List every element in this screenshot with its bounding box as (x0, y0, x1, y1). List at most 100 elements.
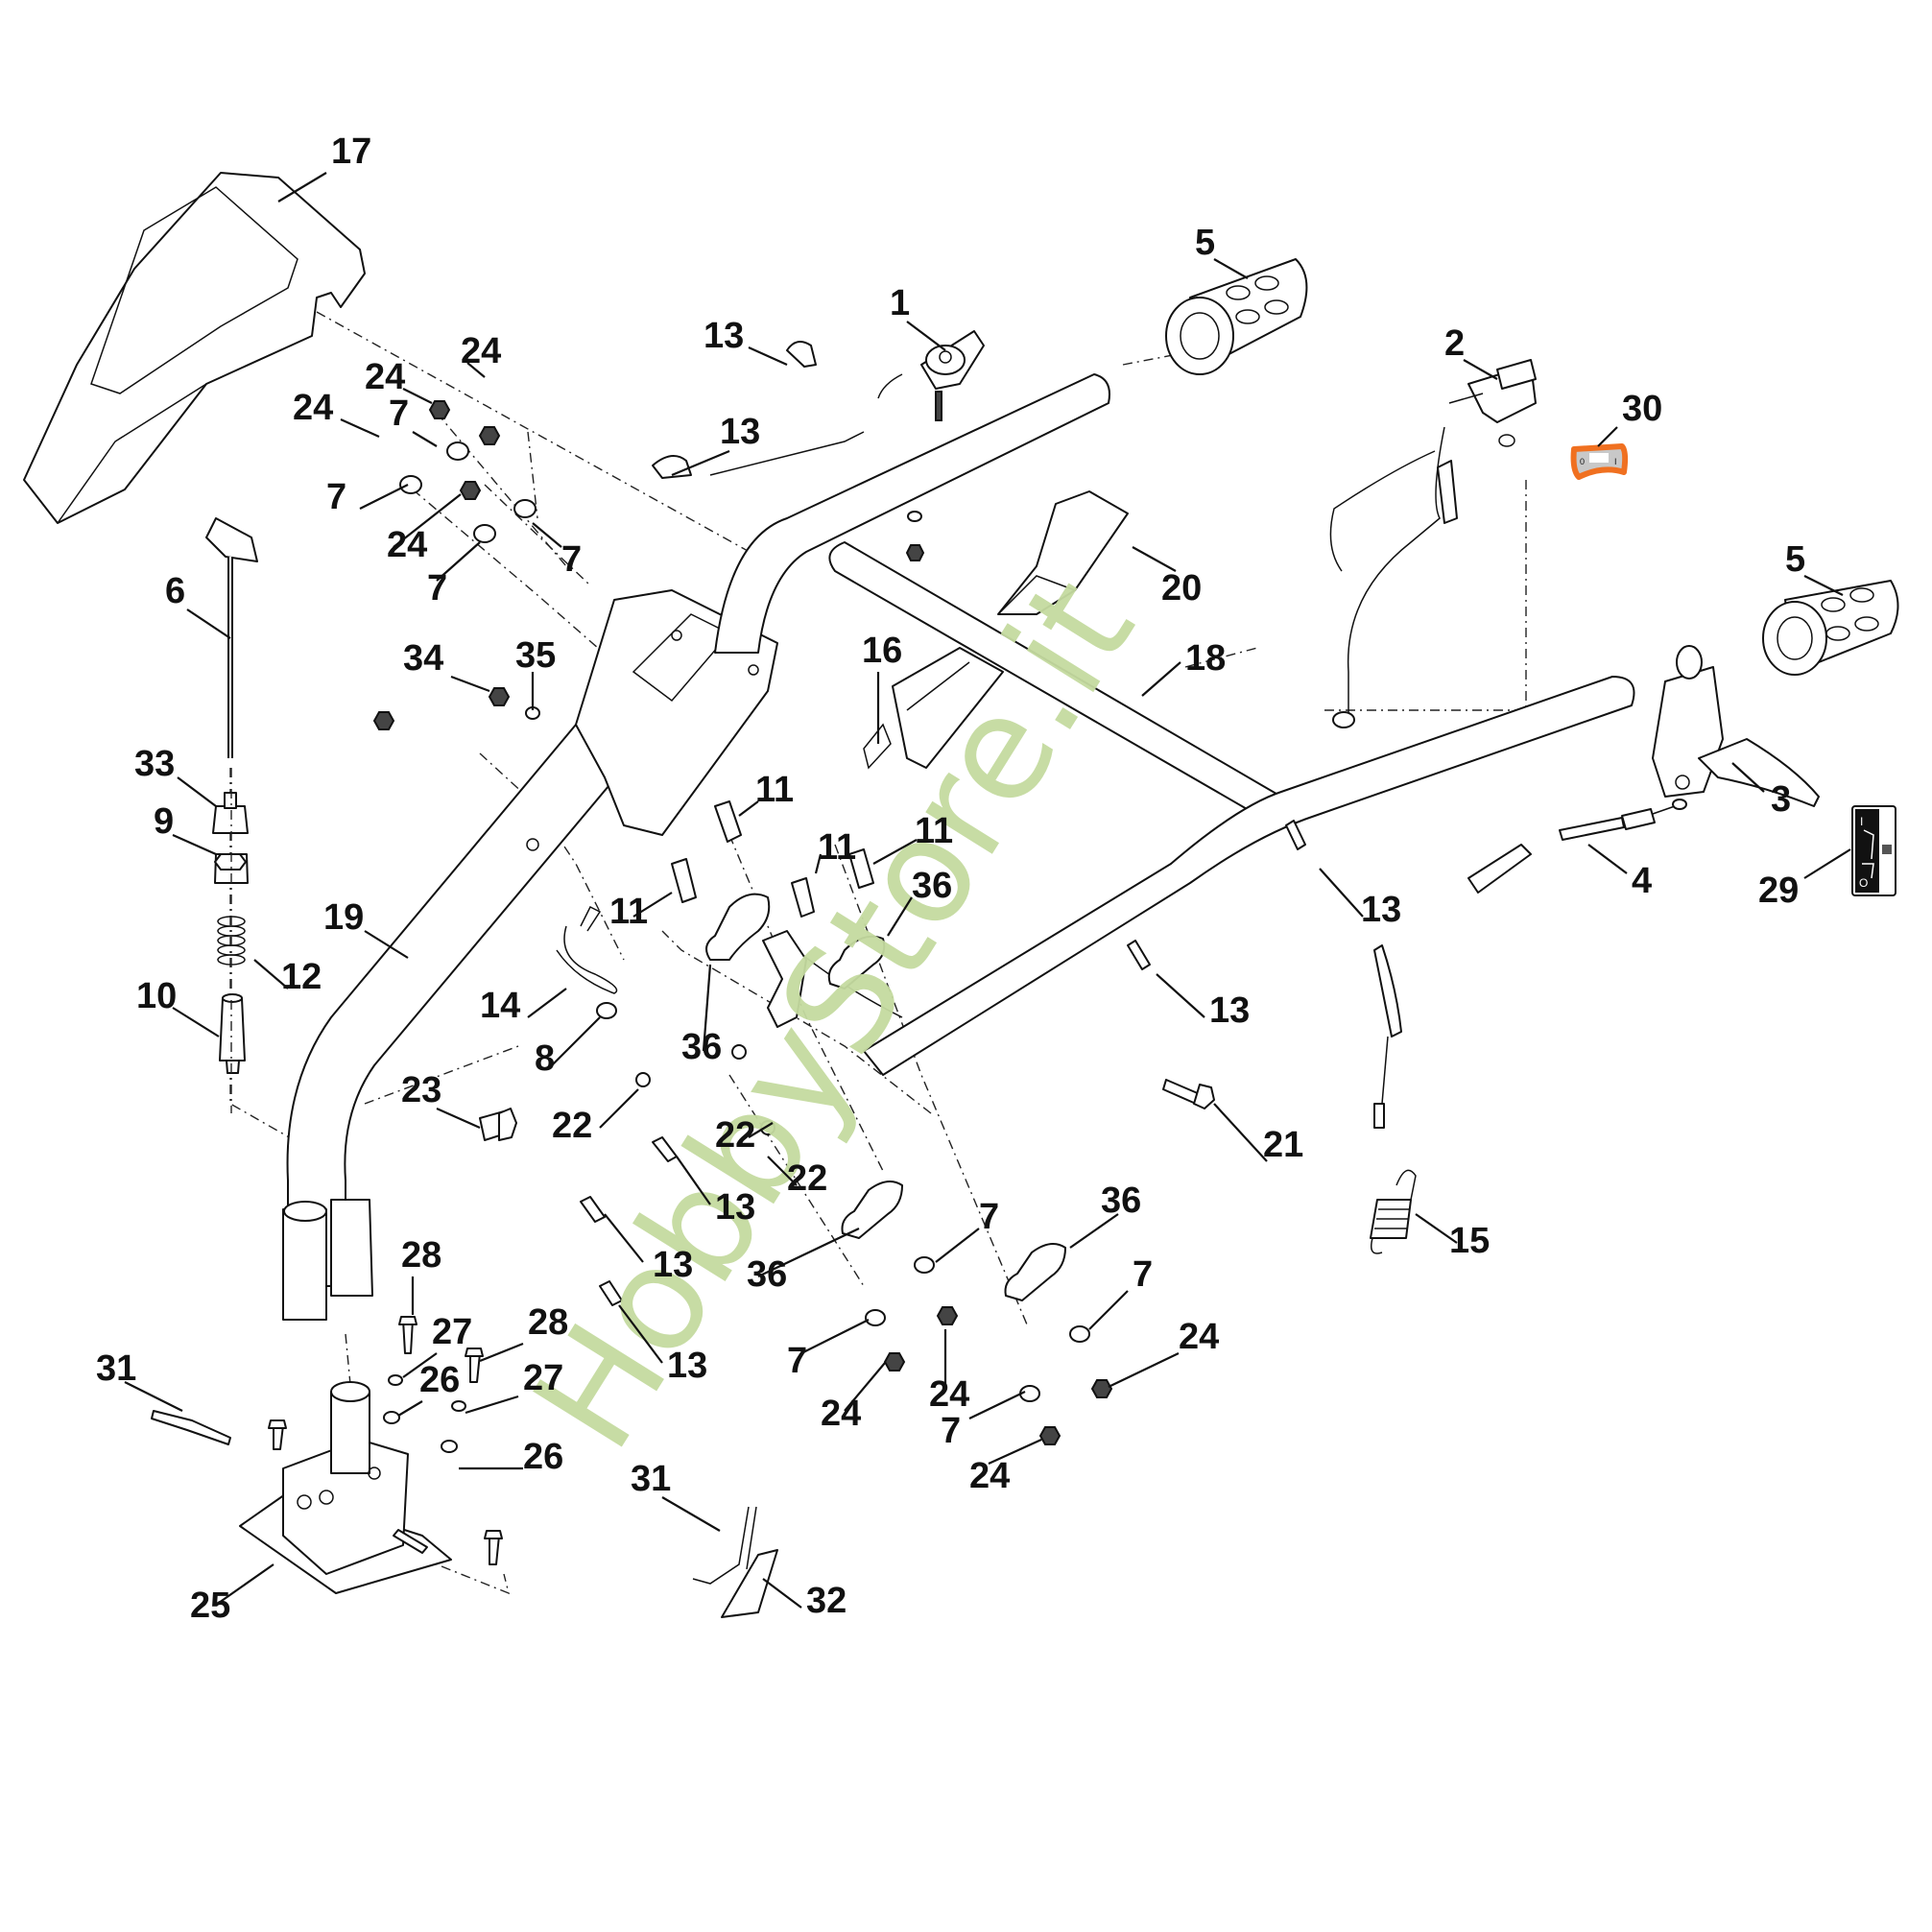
callout-adjust-rod[interactable]: 6 (165, 571, 185, 611)
callout-screw[interactable]: 22 (552, 1106, 592, 1146)
callout-cable-clip[interactable]: 13 (720, 412, 760, 452)
callout-bolt[interactable]: 28 (528, 1302, 568, 1343)
callout-washer[interactable]: 26 (523, 1437, 563, 1477)
callout-clip[interactable]: 14 (480, 986, 520, 1026)
callout-control-lever[interactable]: 3 (1771, 779, 1791, 820)
callout-base-bracket[interactable]: 25 (190, 1586, 230, 1626)
callout-nut[interactable]: 24 (969, 1456, 1010, 1496)
leader-line-left-grip (1213, 258, 1249, 279)
callout-washer[interactable]: 7 (561, 539, 582, 580)
callout-nut[interactable]: 24 (1179, 1317, 1219, 1357)
right-grip[interactable] (1762, 580, 1899, 676)
leader-line-nut (466, 362, 486, 378)
bolts (479, 1079, 1215, 1141)
callout-throttle-lever[interactable]: 1 (890, 283, 910, 323)
callout-foam-pad[interactable]: 32 (806, 1581, 847, 1621)
callout-grip-bar[interactable]: 20 (1161, 568, 1202, 608)
leader-line-nut (450, 675, 490, 693)
callout-cable-clip[interactable]: 13 (1209, 990, 1250, 1031)
callout-control-cable[interactable]: 4 (1632, 861, 1652, 901)
tension-spring[interactable] (1370, 1169, 1417, 1254)
callout-lock-washer[interactable]: 27 (432, 1312, 472, 1352)
leader-line-spring (253, 959, 289, 990)
base-bracket[interactable] (239, 1381, 452, 1594)
callout-nut[interactable]: 24 (461, 331, 501, 371)
callout-cable-clip[interactable]: 13 (653, 1245, 693, 1285)
callout-control-decal[interactable]: 29 (1758, 871, 1799, 911)
leader-line-washer (436, 541, 481, 582)
leader-line-clamp (702, 964, 712, 1052)
callout-nut[interactable]: 24 (387, 525, 427, 565)
callout-switch-decal[interactable]: 30 (1622, 389, 1662, 429)
callout-stud[interactable]: 11 (818, 827, 856, 868)
callout-cable-clip[interactable]: 13 (715, 1187, 755, 1228)
callout-handlebar-frame[interactable]: 18 (1185, 638, 1226, 679)
callout-cable-clip[interactable]: 13 (1361, 890, 1401, 930)
callout-stud[interactable]: 11 (915, 811, 953, 851)
callout-clamp[interactable]: 36 (912, 866, 952, 906)
callout-handlebar-post[interactable]: 19 (323, 897, 364, 938)
callout-nut[interactable]: 24 (821, 1394, 861, 1434)
callout-washer[interactable]: 8 (535, 1038, 555, 1079)
callout-clamp[interactable]: 36 (747, 1254, 787, 1295)
callout-cable-tie[interactable]: 31 (96, 1348, 136, 1389)
callout-nut[interactable]: 24 (293, 388, 333, 428)
callout-clamp[interactable]: 36 (681, 1027, 722, 1067)
callout-switch[interactable]: 2 (1444, 323, 1465, 364)
control-decal[interactable]: I O (1851, 805, 1896, 896)
handlebar-cover[interactable] (23, 172, 366, 524)
callout-washer[interactable]: 7 (427, 568, 447, 608)
callout-nut[interactable]: 24 (365, 357, 405, 397)
callout-washer[interactable]: 7 (787, 1341, 807, 1381)
leader-line-washer (800, 1319, 870, 1354)
callout-nut[interactable]: 34 (403, 638, 443, 679)
callout-handlebar-cover[interactable]: 17 (331, 131, 371, 172)
leader-line-cable-tie (124, 1381, 183, 1412)
clamps (705, 893, 1066, 1301)
handlebar-frame[interactable] (714, 373, 1635, 1076)
callout-clamp[interactable]: 36 (1101, 1181, 1141, 1221)
callout-screw[interactable]: 22 (715, 1115, 755, 1156)
leader-line-pin (172, 1007, 220, 1038)
callout-bolt[interactable]: 21 (1263, 1125, 1303, 1165)
callout-stud[interactable]: 11 (755, 770, 794, 810)
control-cable[interactable] (1373, 799, 1687, 1129)
callout-spring[interactable]: 12 (281, 957, 322, 997)
callout-right-grip[interactable]: 5 (1785, 539, 1805, 580)
callout-washer[interactable]: 7 (389, 394, 409, 434)
control-lever[interactable] (1652, 645, 1820, 807)
callout-washer[interactable]: 35 (515, 635, 556, 676)
leader-line-washer (968, 1391, 1026, 1419)
callout-left-grip[interactable]: 5 (1195, 223, 1215, 263)
callout-bolt[interactable]: 28 (401, 1235, 441, 1276)
callout-spring-wire[interactable]: 16 (862, 631, 902, 671)
callout-tension-spring[interactable]: 15 (1449, 1221, 1490, 1261)
lever-bracket[interactable] (863, 647, 1004, 770)
callout-bolt[interactable]: 23 (401, 1070, 441, 1110)
callout-washer[interactable]: 26 (419, 1360, 460, 1400)
left-grip[interactable] (1165, 258, 1308, 375)
callout-cap[interactable]: 33 (134, 744, 175, 784)
callout-lock-washer[interactable]: 27 (523, 1358, 563, 1398)
switch[interactable] (1448, 359, 1537, 447)
callout-stud[interactable]: 11 (609, 892, 648, 932)
callout-cable-tie[interactable]: 31 (631, 1459, 671, 1499)
leader-line-nut (340, 417, 380, 439)
callout-pin[interactable]: 10 (136, 976, 177, 1016)
throttle-lever[interactable] (877, 330, 985, 421)
callout-washer[interactable]: 7 (979, 1197, 999, 1237)
grip-bar[interactable] (997, 490, 1129, 615)
callout-screw[interactable]: 22 (787, 1158, 827, 1199)
callout-nut[interactable]: 9 (154, 801, 174, 842)
callout-washer[interactable]: 7 (326, 477, 346, 517)
leader-line-cable-clip (676, 1156, 711, 1205)
switch-decal[interactable]: 0 I (1570, 443, 1629, 480)
callout-nut[interactable]: 24 (929, 1374, 969, 1415)
callout-washer[interactable]: 7 (941, 1411, 961, 1451)
callout-cable-clip[interactable]: 13 (667, 1346, 707, 1386)
callout-washer[interactable]: 7 (1133, 1254, 1153, 1295)
adjust-rod-assembly[interactable] (205, 517, 258, 1113)
studs (671, 800, 874, 918)
leader-line-cable-clip (1319, 868, 1364, 918)
callout-cable-clip[interactable]: 13 (704, 316, 744, 356)
